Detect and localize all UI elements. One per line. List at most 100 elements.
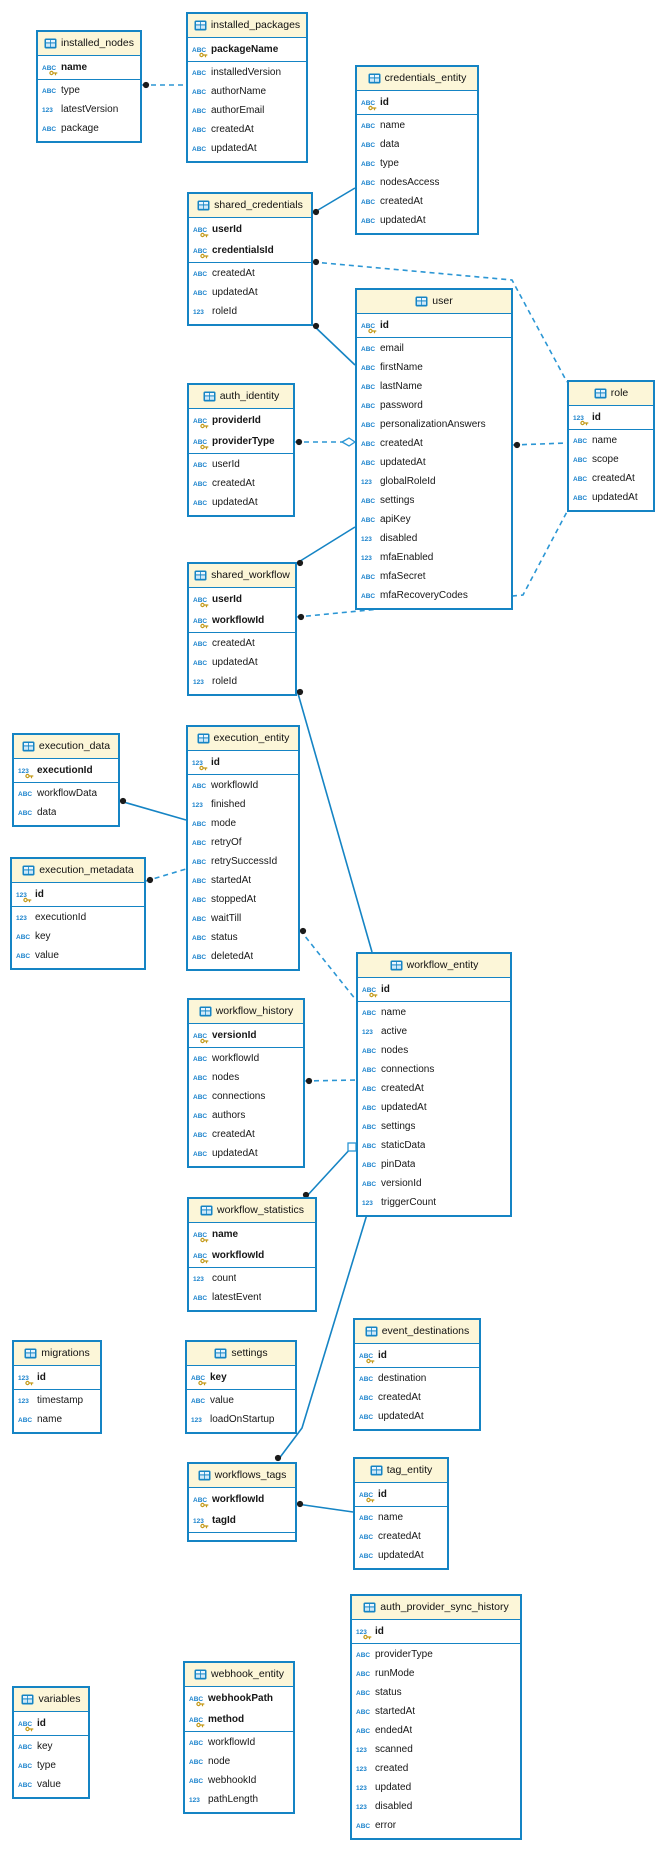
table-header[interactable]: workflow_entity xyxy=(358,954,510,978)
column-id[interactable]: 123 id xyxy=(14,1367,100,1388)
column-id[interactable]: ABC id xyxy=(357,92,477,113)
column-name[interactable]: ABC name xyxy=(38,57,140,78)
table-header[interactable]: credentials_entity xyxy=(357,67,477,91)
column-id[interactable]: 123 id xyxy=(188,752,298,773)
column-providerType[interactable]: ABC providerType xyxy=(189,431,293,452)
table-header[interactable]: shared_credentials xyxy=(189,194,311,218)
column-webhookPath[interactable]: ABC webhookPath xyxy=(185,1688,293,1709)
table-header[interactable]: workflow_statistics xyxy=(189,1199,315,1223)
column-workflowId[interactable]: ABC workflowId xyxy=(189,1489,295,1510)
column-credentialsId[interactable]: ABC credentialsId xyxy=(189,240,311,261)
table-header[interactable]: user xyxy=(357,290,511,314)
column-userId[interactable]: ABC userId xyxy=(189,219,311,240)
table-header[interactable]: event_destinations xyxy=(355,1320,479,1344)
column-providerId[interactable]: ABC providerId xyxy=(189,410,293,431)
table-header[interactable]: execution_data xyxy=(14,735,118,759)
column-tagId[interactable]: 123 tagId xyxy=(189,1510,295,1531)
column-packageName[interactable]: ABC packageName xyxy=(188,39,306,60)
column-id[interactable]: ABC id xyxy=(355,1484,447,1505)
table-header[interactable]: installed_packages xyxy=(188,14,306,38)
table-header[interactable]: webhook_entity xyxy=(185,1663,293,1687)
column-workflowId[interactable]: ABC workflowId xyxy=(189,610,295,631)
column-id[interactable]: ABC id xyxy=(358,979,510,1000)
column-name[interactable]: ABC name xyxy=(189,1224,315,1245)
column-executionId[interactable]: 123 executionId xyxy=(14,760,118,781)
column-id[interactable]: 123 id xyxy=(352,1621,520,1642)
table-header[interactable]: installed_nodes xyxy=(38,32,140,56)
table-header[interactable]: execution_metadata xyxy=(12,859,144,883)
table-header[interactable]: variables xyxy=(14,1688,88,1712)
column-id[interactable]: ABC id xyxy=(357,315,511,336)
table-header[interactable]: auth_provider_sync_history xyxy=(352,1596,520,1620)
column-id[interactable]: ABC id xyxy=(355,1345,479,1366)
